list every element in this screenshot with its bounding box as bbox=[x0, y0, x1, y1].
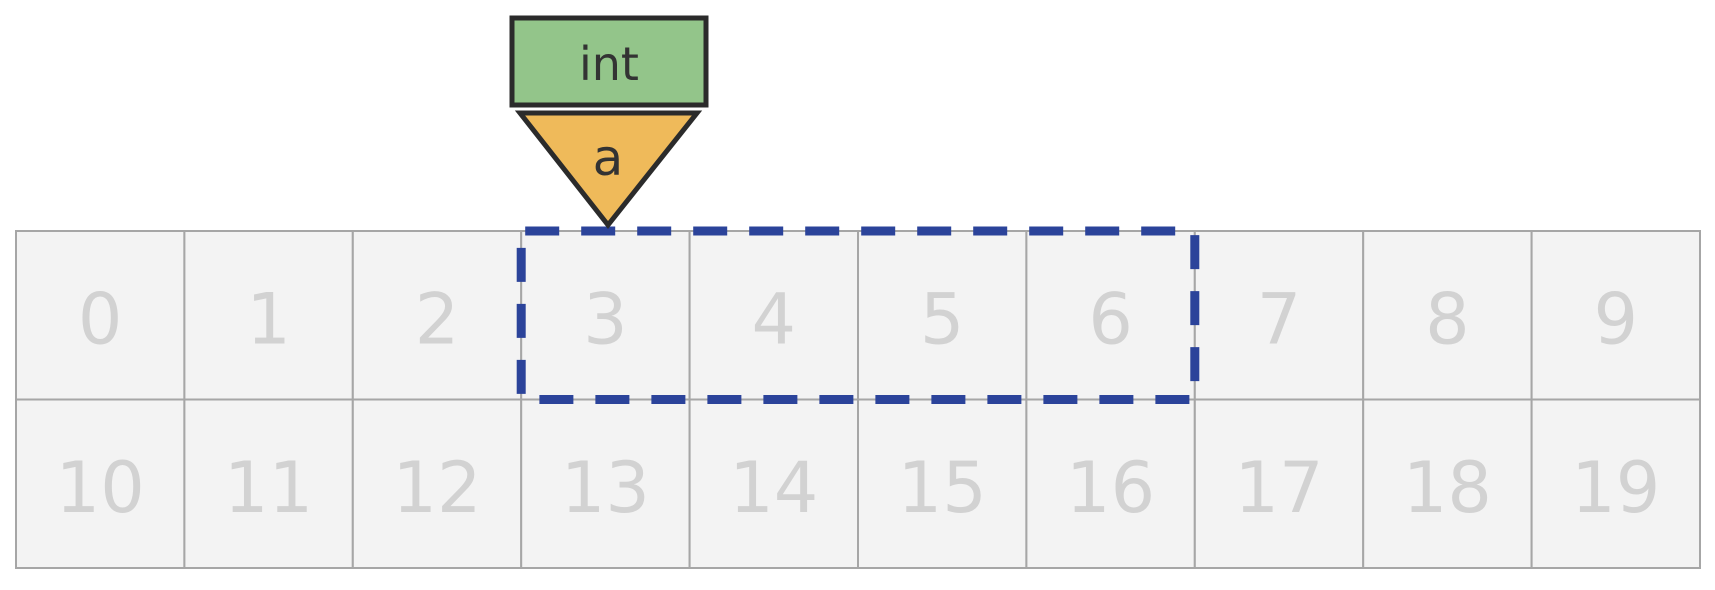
memory-cell-address: 6 bbox=[1088, 278, 1133, 360]
memory-cell-address: 11 bbox=[224, 447, 313, 529]
memory-cell: 1 bbox=[183, 230, 354, 401]
memory-cell-box bbox=[1530, 398, 1701, 569]
memory-cell-address: 12 bbox=[392, 447, 481, 529]
memory-cell-box bbox=[688, 230, 859, 401]
memory-cell-address: 0 bbox=[78, 278, 123, 360]
memory-cell: 4 bbox=[688, 230, 859, 401]
memory-cell-address: 1 bbox=[246, 278, 291, 360]
memory-cell: 15 bbox=[857, 398, 1028, 569]
memory-cell: 12 bbox=[351, 398, 523, 569]
memory-cell: 10 bbox=[15, 398, 186, 569]
memory-cell: 5 bbox=[857, 230, 1028, 401]
memory-cell-box bbox=[351, 230, 523, 401]
memory-cell: 7 bbox=[1193, 230, 1365, 401]
selected-bytes-outline bbox=[516, 226, 1200, 404]
memory-cell-box bbox=[520, 230, 691, 401]
memory-cell-box bbox=[1362, 398, 1533, 569]
memory-cell: 3 bbox=[520, 230, 691, 401]
memory-cell-address: 4 bbox=[752, 278, 797, 360]
pointer-marker: a bbox=[514, 110, 703, 230]
memory-cell-box bbox=[183, 230, 354, 401]
memory-cell-address: 15 bbox=[898, 447, 987, 529]
type-box-label: int bbox=[579, 37, 639, 91]
type-box-rect bbox=[509, 15, 709, 108]
memory-cell-address: 16 bbox=[1066, 447, 1155, 529]
memory-cell-box bbox=[857, 398, 1028, 569]
memory-cell-box bbox=[857, 230, 1028, 401]
memory-cell: 6 bbox=[1025, 230, 1196, 401]
memory-cell-address: 3 bbox=[583, 278, 628, 360]
pointer-triangle bbox=[514, 110, 703, 230]
memory-cell: 11 bbox=[183, 398, 354, 569]
memory-cell-box bbox=[183, 398, 354, 569]
memory-cell-address: 9 bbox=[1594, 278, 1639, 360]
memory-cell: 16 bbox=[1025, 398, 1196, 569]
memory-cell-address: 14 bbox=[729, 447, 818, 529]
memory-cell: 0 bbox=[15, 230, 186, 401]
memory-cell-address: 7 bbox=[1257, 278, 1302, 360]
pointer-label: a bbox=[593, 129, 624, 187]
memory-cell-box bbox=[1025, 398, 1196, 569]
memory-cell-box bbox=[1193, 398, 1365, 569]
memory-cell: 2 bbox=[351, 230, 523, 401]
memory-cell-box bbox=[351, 398, 523, 569]
memory-cell: 14 bbox=[688, 398, 859, 569]
memory-cell-address: 2 bbox=[415, 278, 460, 360]
memory-cell: 9 bbox=[1530, 230, 1701, 401]
memory-cell-address: 8 bbox=[1425, 278, 1470, 360]
memory-cell-address: 19 bbox=[1571, 447, 1660, 529]
memory-cell-address: 10 bbox=[56, 447, 145, 529]
memory-cell: 13 bbox=[520, 398, 691, 569]
memory-cell: 18 bbox=[1362, 398, 1533, 569]
memory-cell: 19 bbox=[1530, 398, 1701, 569]
memory-cell-box bbox=[1530, 230, 1701, 401]
memory-cell: 8 bbox=[1362, 230, 1533, 401]
memory-cell: 17 bbox=[1193, 398, 1365, 569]
memory-cell-address: 18 bbox=[1403, 447, 1492, 529]
memory-cell-address: 13 bbox=[561, 447, 650, 529]
memory-cell-box bbox=[15, 230, 186, 401]
memory-cell-address: 5 bbox=[920, 278, 965, 360]
type-box: int bbox=[509, 15, 709, 108]
memory-cell-address: 17 bbox=[1234, 447, 1323, 529]
